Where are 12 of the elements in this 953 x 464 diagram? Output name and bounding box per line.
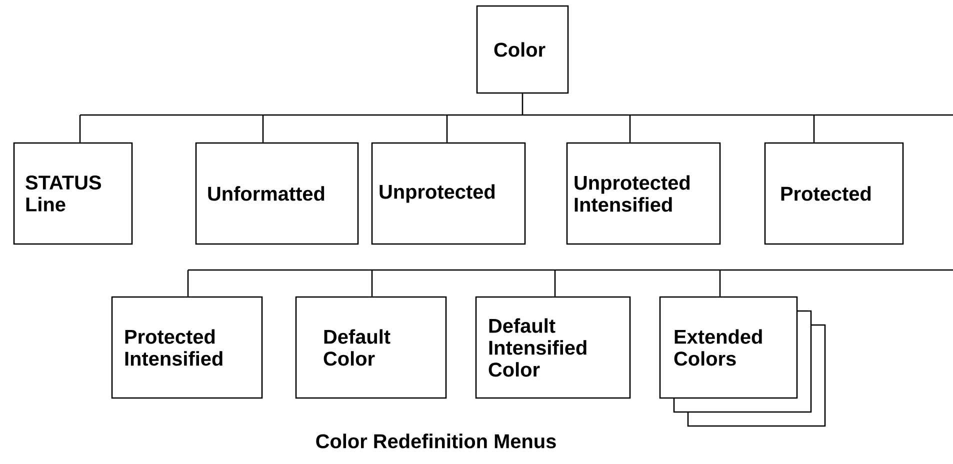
menu-box: Unformatted [195, 142, 359, 245]
menu-stack: Extended Colors [659, 296, 826, 427]
menu-box: Protected Intensified [111, 296, 263, 399]
menu-box: STATUS Line [13, 142, 133, 245]
menu-box: Color [476, 5, 569, 94]
menu-box: Protected [764, 142, 904, 245]
menu-box: Unprotected Intensified [566, 142, 721, 245]
menu-box: Unprotected [371, 142, 526, 245]
caption: Color Redefinition Menus [316, 434, 556, 448]
connector-tree [79, 93, 953, 297]
menu-box: Default Color [295, 296, 447, 399]
menu-box: Default Intensified Color [475, 296, 631, 399]
